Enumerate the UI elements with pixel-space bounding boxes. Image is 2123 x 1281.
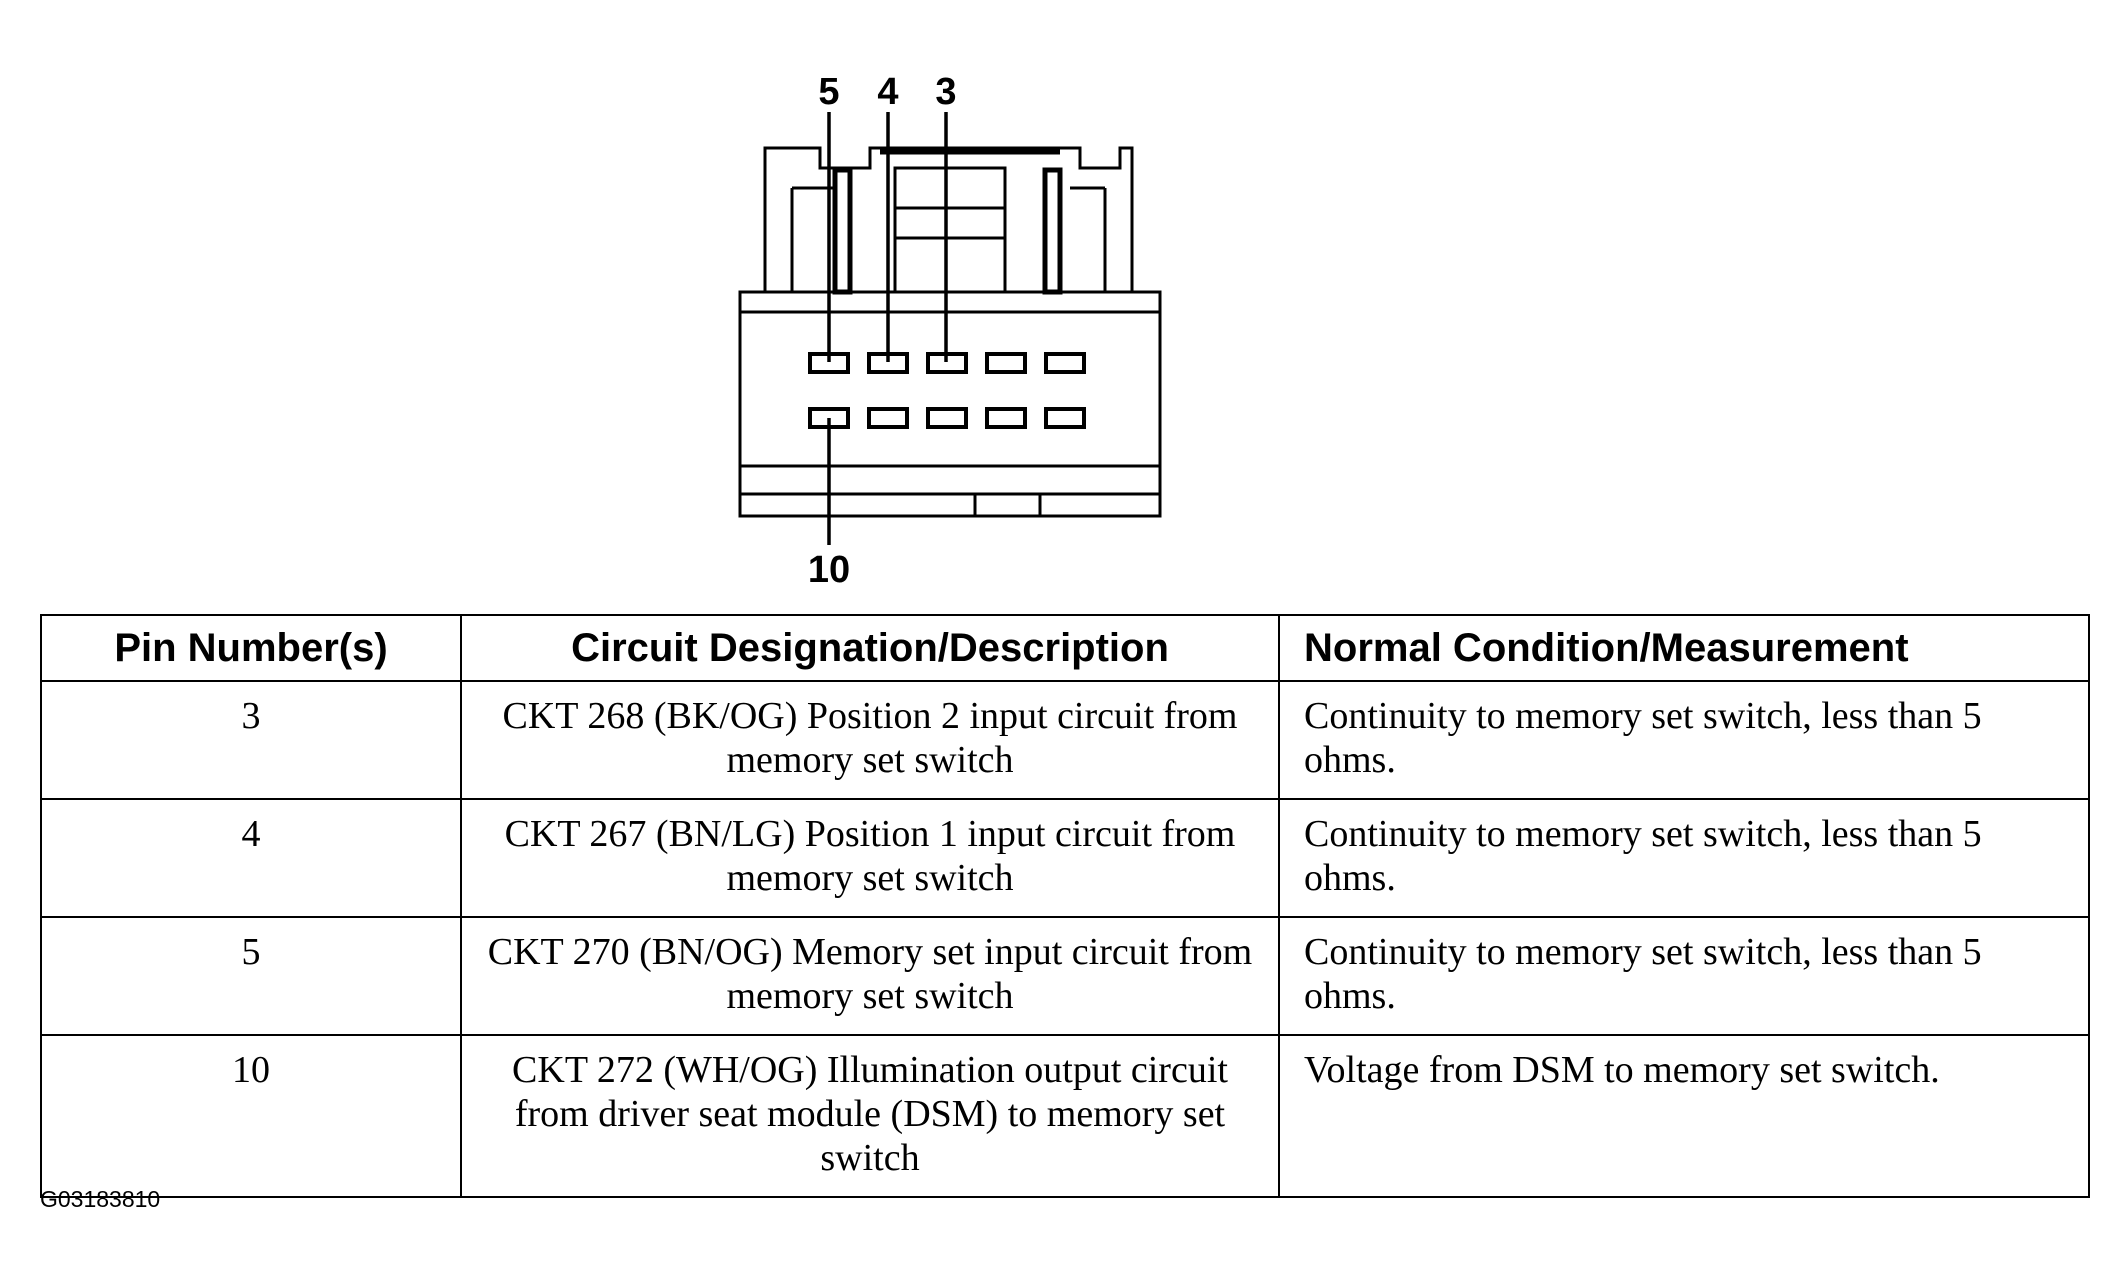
pin-cavity-8 xyxy=(926,407,968,429)
description-cell: CKT 267 (BN/LG) Position 1 input circuit… xyxy=(460,798,1280,918)
header-normal-condition: Normal Condition/Measurement xyxy=(1278,614,2090,682)
pin-table: Pin Number(s) Circuit Designation/Descri… xyxy=(40,614,2090,1198)
pin-cavity-2 xyxy=(985,352,1027,374)
description-cell: CKT 268 (BK/OG) Position 2 input circuit… xyxy=(460,680,1280,800)
pin-number-cell: 4 xyxy=(40,798,462,918)
pin-number-cell: 5 xyxy=(40,916,462,1036)
table-row: 4 CKT 267 (BN/LG) Position 1 input circu… xyxy=(40,798,2090,918)
connector-housing xyxy=(738,290,1162,518)
table-row: 3 CKT 268 (BK/OG) Position 2 input circu… xyxy=(40,680,2090,800)
pin-label-10: 10 xyxy=(808,549,850,591)
condition-cell: Voltage from DSM to memory set switch. xyxy=(1278,1034,2090,1198)
pin-number-cell: 3 xyxy=(40,680,462,800)
header-pin-numbers: Pin Number(s) xyxy=(40,614,462,682)
table-row: 5 CKT 270 (BN/OG) Memory set input circu… xyxy=(40,916,2090,1036)
pin-label-3: 3 xyxy=(935,71,956,113)
pin-label-5: 5 xyxy=(818,71,839,113)
pin-cavity-7 xyxy=(985,407,1027,429)
condition-cell: Continuity to memory set switch, less th… xyxy=(1278,916,2090,1036)
pin-number-cell: 10 xyxy=(40,1034,462,1198)
condition-cell: Continuity to memory set switch, less th… xyxy=(1278,798,2090,918)
description-cell: CKT 272 (WH/OG) Illumination output circ… xyxy=(460,1034,1280,1198)
table-row: 10 CKT 272 (WH/OG) Illumination output c… xyxy=(40,1034,2090,1198)
pin-cavity-9 xyxy=(867,407,909,429)
pin-cavity-1 xyxy=(1044,352,1086,374)
connector-diagram: 5 4 3 10 xyxy=(738,71,1162,591)
pin-cavity-6 xyxy=(1044,407,1086,429)
condition-cell: Continuity to memory set switch, less th… xyxy=(1278,680,2090,800)
description-cell: CKT 270 (BN/OG) Memory set input circuit… xyxy=(460,916,1280,1036)
pin-label-4: 4 xyxy=(877,71,898,113)
header-circuit-description: Circuit Designation/Description xyxy=(460,614,1280,682)
figure-code: G03183810 xyxy=(40,1186,161,1212)
table-header-row: Pin Number(s) Circuit Designation/Descri… xyxy=(40,614,2090,682)
